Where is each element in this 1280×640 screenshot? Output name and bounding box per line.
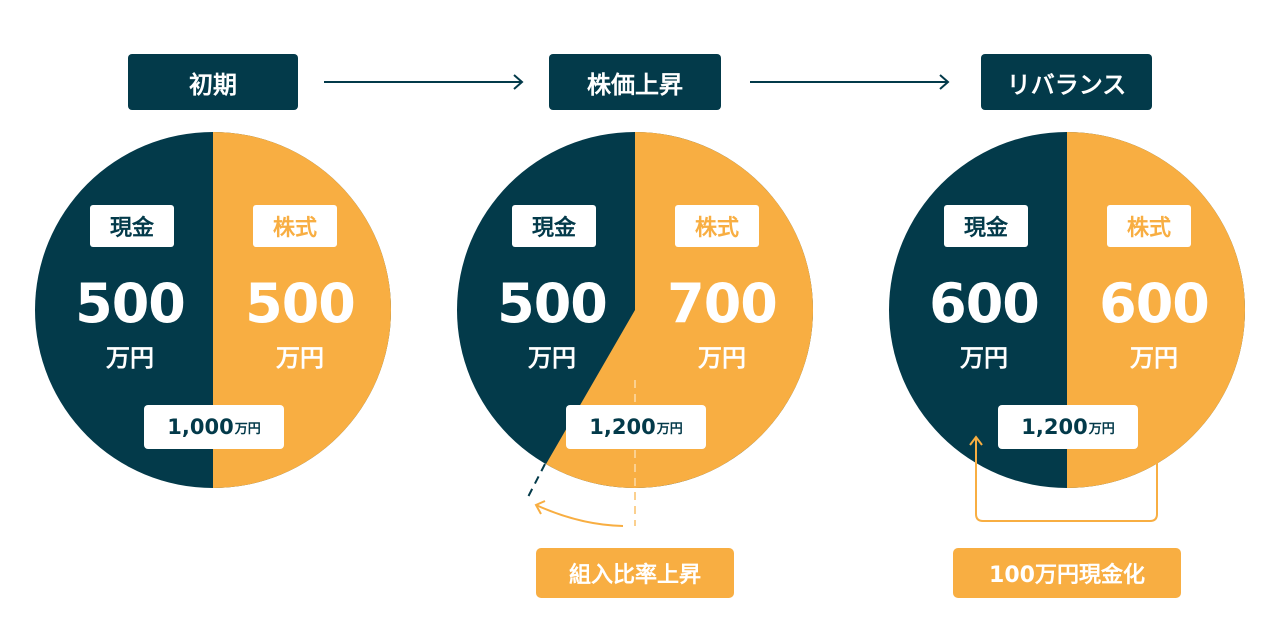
stock-value: 600 — [1099, 272, 1210, 335]
cash-label: 現金 — [90, 205, 174, 247]
stock-value: 500 — [245, 272, 356, 335]
total-unit: 万円 — [656, 421, 683, 437]
stock-unit: 万円 — [276, 344, 324, 372]
cash-value: 500 — [497, 272, 608, 335]
stage-title: リバランス — [981, 54, 1152, 110]
ratio-up-note: 組入比率上昇 — [536, 548, 734, 598]
total-value: 1,200 — [1021, 415, 1088, 439]
cash-unit: 万円 — [960, 344, 1008, 372]
stock-label: 株式 — [253, 205, 337, 247]
cash-value: 600 — [929, 272, 1040, 335]
cash-value: 500 — [75, 272, 186, 335]
stage-title: 株価上昇 — [549, 54, 721, 110]
cashout-note: 100万円現金化 — [953, 548, 1181, 598]
total-unit: 万円 — [234, 421, 261, 437]
rebalance-arrow-head — [969, 435, 983, 446]
stock-value: 700 — [667, 272, 778, 335]
total-value: 1,000 — [167, 415, 234, 439]
cash-label: 現金 — [944, 205, 1028, 247]
cash-unit: 万円 — [528, 344, 576, 372]
rebalance-arrow — [975, 437, 1158, 522]
stage-title: 初期 — [128, 54, 298, 110]
stock-label: 株式 — [1107, 205, 1191, 247]
arrow-1-head — [513, 74, 524, 90]
curve-arrow — [535, 504, 624, 527]
arrow-2-head — [939, 74, 950, 90]
cash-label: 現金 — [512, 205, 596, 247]
total-value: 1,200 — [589, 415, 656, 439]
curve-arrow-head — [534, 500, 546, 515]
stock-label: 株式 — [675, 205, 759, 247]
cash-unit: 万円 — [106, 344, 154, 372]
total-unit: 万円 — [1088, 421, 1115, 437]
stock-unit: 万円 — [1130, 344, 1178, 372]
new-boundary-dashed — [527, 463, 546, 498]
stock-unit: 万円 — [698, 344, 746, 372]
